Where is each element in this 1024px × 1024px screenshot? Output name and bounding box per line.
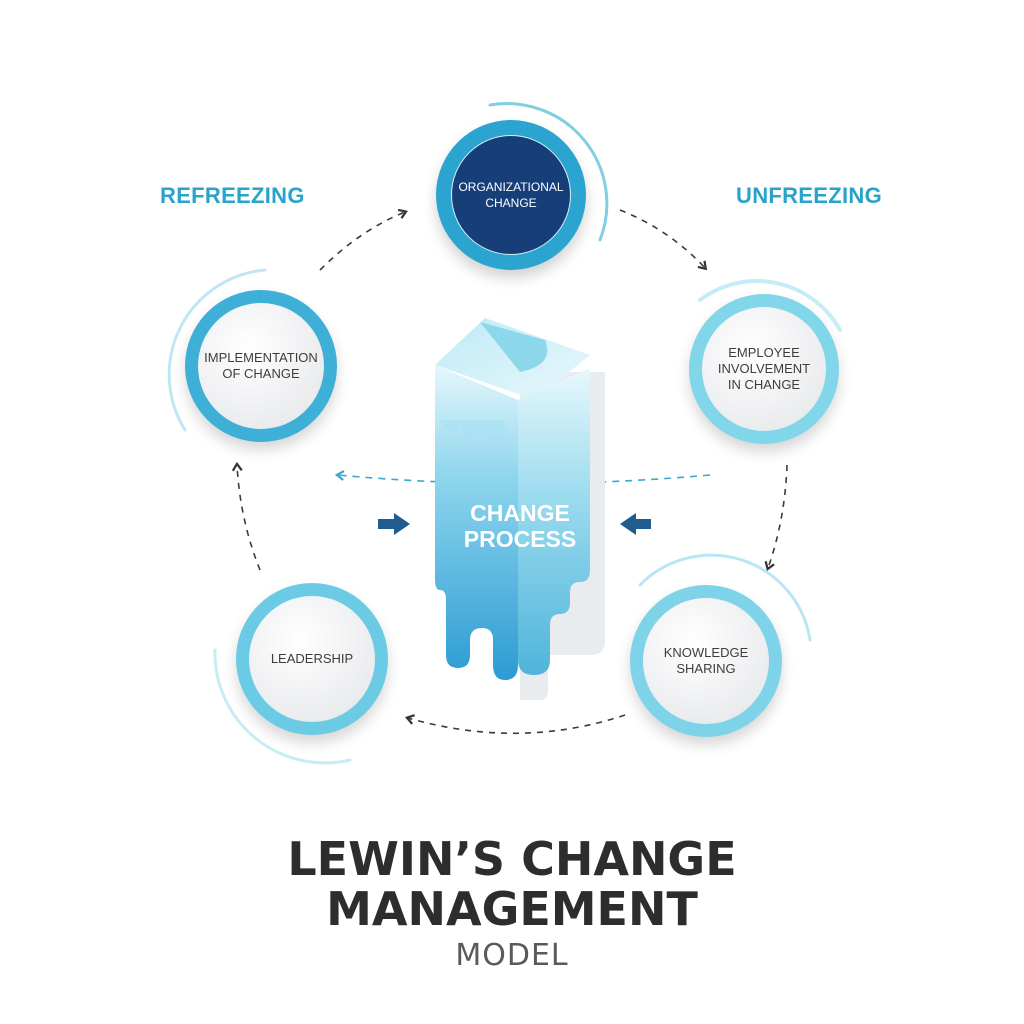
node-organizational-change-label: ORGANIZATIONAL CHANGE: [458, 180, 564, 210]
stage-label-refreezing: REFREEZING: [160, 183, 305, 208]
title-line-1: LEWIN’S CHANGE: [287, 832, 737, 886]
decorative-arcs: [167, 102, 842, 765]
node-implementation-of-change: IMPLEMENTATION OF CHANGE: [185, 290, 337, 442]
ice-block: [435, 318, 605, 700]
node-leadership-label: LEADERSHIP: [270, 651, 354, 666]
node-leadership: LEADERSHIP: [236, 583, 388, 735]
change-process-label: CHANGE PROCESS: [463, 500, 577, 552]
node-knowledge-sharing: KNOWLEDGE SHARING: [630, 585, 782, 737]
node-employee-involvement: EMPLOYEE INVOLVEMENT IN CHANGE: [689, 294, 839, 444]
title-line-2: MANAGEMENT: [326, 882, 698, 936]
node-employee-involvement-label: EMPLOYEE INVOLVEMENT IN CHANGE: [717, 345, 811, 392]
force-arrow-right: [620, 513, 651, 535]
node-organizational-change: ORGANIZATIONAL CHANGE: [436, 120, 586, 270]
flow-arrows: [231, 208, 788, 735]
force-arrow-left: [378, 513, 410, 535]
stage-label-unfreezing: UNFREEZING: [736, 183, 882, 208]
subtitle: MODEL: [455, 938, 569, 973]
node-implementation-of-change-label: IMPLEMENTATION OF CHANGE: [204, 350, 318, 381]
node-knowledge-sharing-label: KNOWLEDGE SHARING: [663, 645, 749, 676]
